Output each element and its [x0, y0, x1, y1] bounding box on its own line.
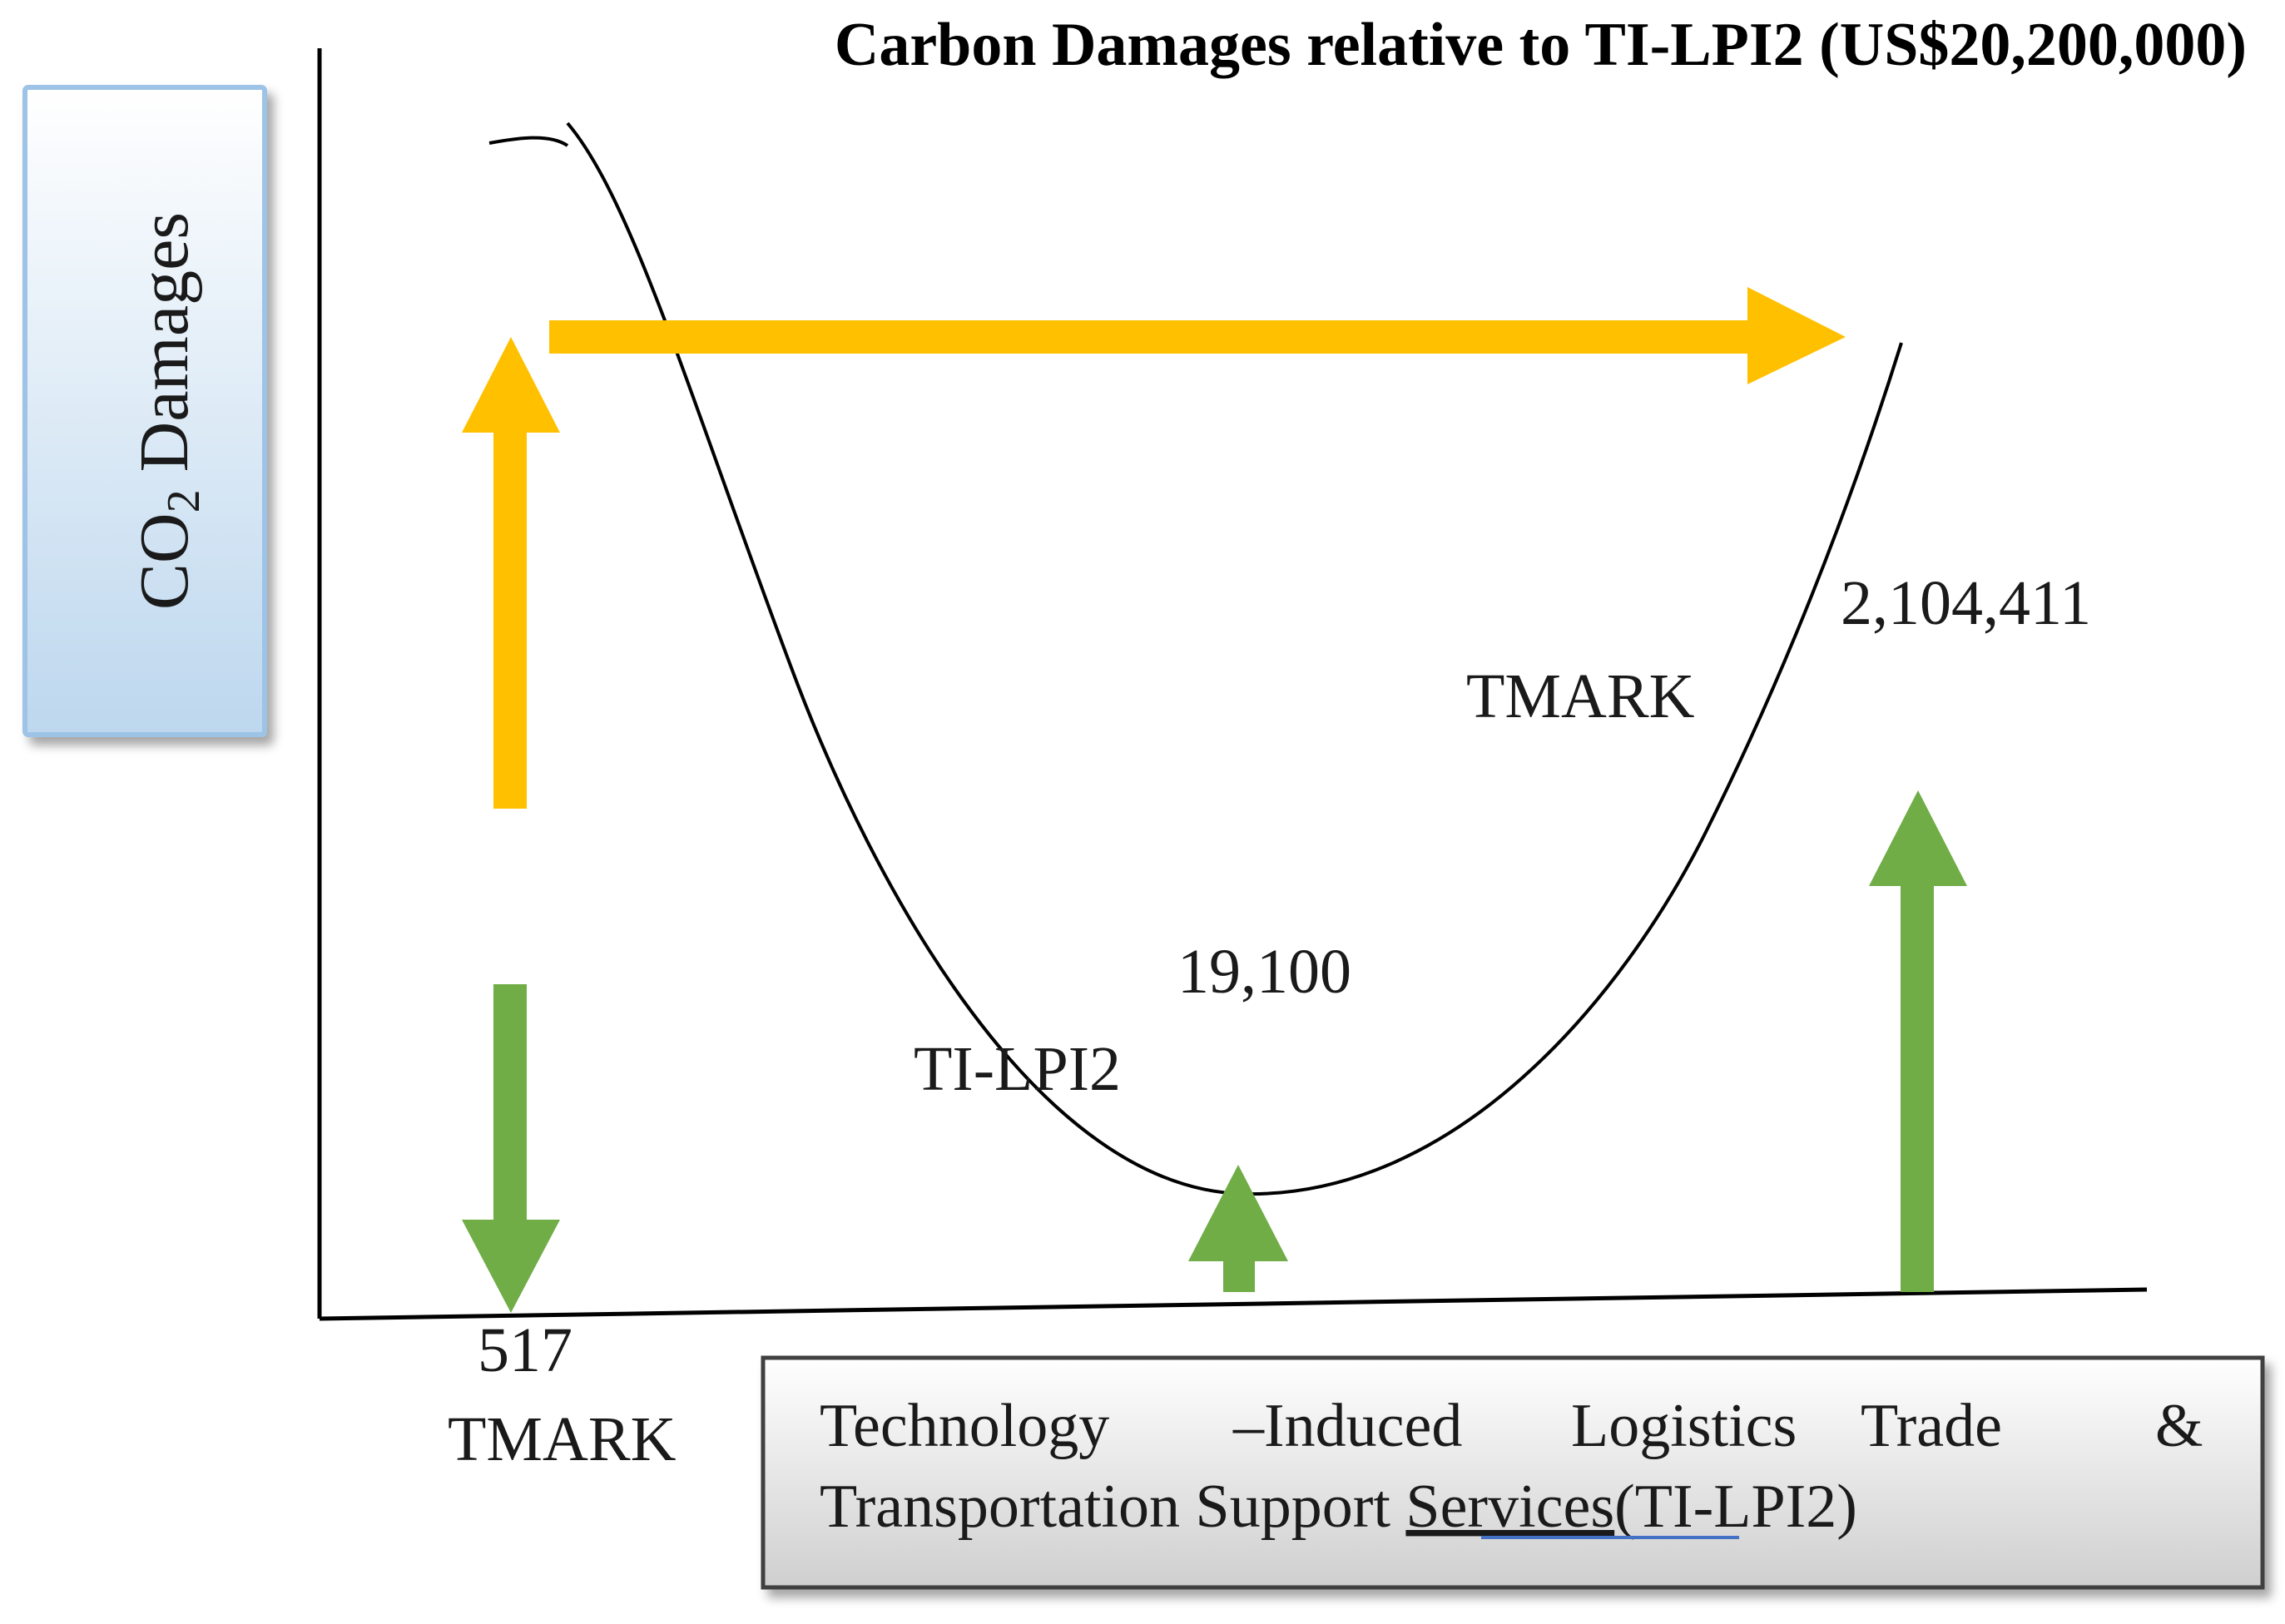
- arrow-right-icon: [549, 287, 1846, 384]
- origin-caption-tmark: TMARK: [448, 1404, 677, 1474]
- x-axis-line: [319, 1287, 2148, 1321]
- y-axis-label-box: CO2 Damages: [22, 85, 267, 737]
- green-down-arrow: [462, 984, 560, 1313]
- y-axis-label: CO2 Damages: [126, 212, 210, 610]
- value-right-end: 2,104,411: [1841, 568, 2091, 638]
- value-minimum: 19,100: [1177, 937, 1351, 1007]
- arrow-down-icon: [462, 984, 560, 1313]
- arrow-up-icon: [462, 337, 560, 809]
- orange-up-arrow: [462, 337, 560, 809]
- orange-right-arrow: [549, 287, 1846, 384]
- arrow-up-icon: [1869, 790, 1967, 1292]
- x-axis-caption-box: Technology –Induced Logistics Trade & Tr…: [761, 1355, 2265, 1590]
- caption-line-1: Technology –Induced Logistics Trade &: [820, 1392, 2203, 1460]
- damage-curve: [488, 121, 1903, 1196]
- chart-title: Carbon Damages relative to TI-LPI2 (US$2…: [835, 11, 2247, 79]
- green-up-arrow-middle: [1188, 1165, 1288, 1292]
- arrow-up-icon: [1188, 1165, 1288, 1292]
- green-up-arrow-right: [1869, 790, 1967, 1292]
- curve-label-tmark: TMARK: [1466, 661, 1695, 731]
- caption-line-2: Transportation Support Services(TI-LPI2): [820, 1473, 1857, 1541]
- value-origin: 517: [478, 1315, 572, 1385]
- curve-label-ti-lpi2: TI-LPI2: [914, 1034, 1121, 1104]
